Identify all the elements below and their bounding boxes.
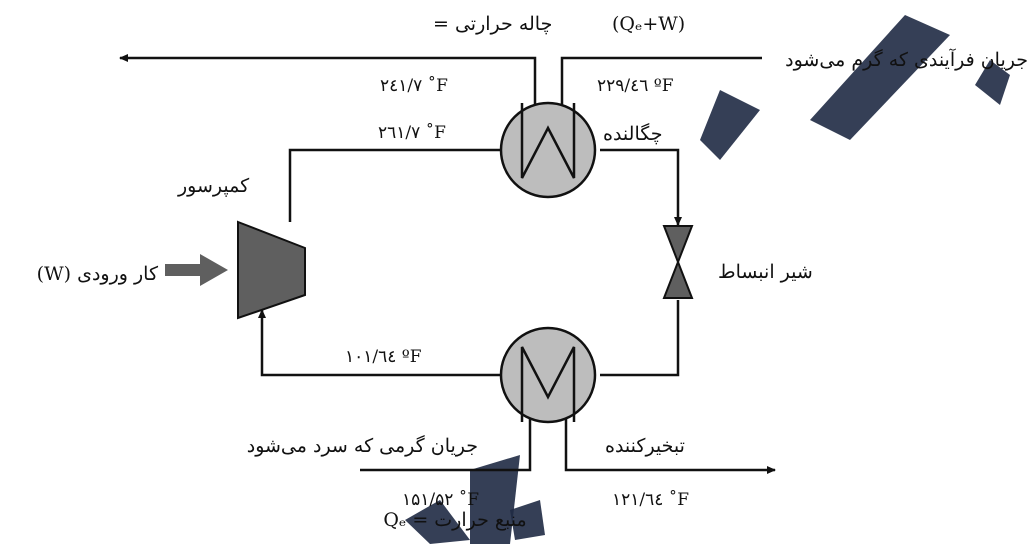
expansion-valve-icon [662,225,694,299]
heat-sink-formula: (Qₑ+W) [612,13,685,35]
heat-sink-label: = چاله حرارتی [433,13,552,35]
temp-hot-stream-in: ۱۵۱/۵۲ ˚F [402,490,479,510]
work-input-label: (W) کار ورودی [37,263,159,285]
refrigerant-loop [258,148,682,377]
temp-condenser-out: ۲٤۱/۷ ˚F [380,76,448,96]
compressor-label: کمپرسور [177,175,250,197]
process-stream-lines [119,54,762,125]
compressor-icon [237,220,306,320]
condenser-icon [499,101,597,199]
hot-stream-lines [360,400,776,474]
evaporator-label: تبخیرکننده [605,435,685,457]
evaporator-icon [499,326,597,424]
temp-hot-stream-out: ۱۲۱/٦٤ ˚F [612,490,689,510]
temp-evaporator-outlet: ۱۰۱/٦٤ ºF [345,347,422,367]
process-stream-label: جریان فرآیندی که گرم می‌شود [785,48,1028,71]
condenser-label: چگالنده [603,122,662,145]
arrow-right-icon [165,254,228,286]
watermark [405,15,1010,544]
expansion-valve-label: شیر انبساط [718,261,813,283]
hot-stream-label: جریان گرمی که سرد می‌شود [247,434,478,457]
heat-source-label: Qₑ = منبع حرارت [383,509,526,531]
temp-condenser-in: ۲۲۹/٤٦ ºF [597,76,674,96]
temp-compressor-discharge: ۲٦۱/۷ ˚F [378,123,446,143]
